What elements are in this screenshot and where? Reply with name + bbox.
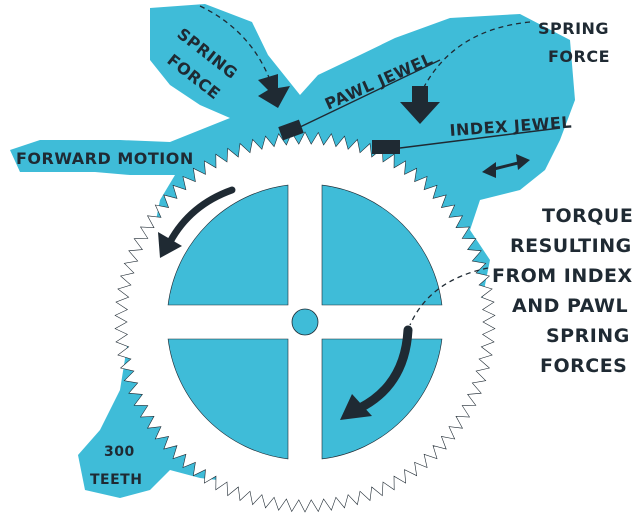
- forward-motion-label: FORWARD MOTION: [16, 149, 194, 168]
- spring-force-right-label-2: FORCE: [548, 47, 610, 66]
- double-arrow-icon: [482, 154, 530, 178]
- pawl-jewel-leader: [297, 59, 441, 129]
- torque-label-6: FORCES: [540, 355, 627, 377]
- gear-window-bottom-right: [321, 338, 443, 460]
- torque-label-5: SPRING: [546, 325, 630, 347]
- curved-arrow-icon: [158, 186, 236, 258]
- torque-label-3: FROM INDEX: [492, 265, 632, 287]
- teeth-count-label-2: TEETH: [90, 472, 142, 488]
- index-jewel-leader: [399, 127, 561, 149]
- gear-hub: [291, 308, 319, 336]
- torque-label-2: RESULTING: [510, 235, 632, 257]
- spring-force-right-label-1: SPRING: [538, 19, 609, 38]
- teeth-count-label-1: 300: [104, 444, 135, 460]
- gear-windows: [167, 184, 443, 460]
- curved-arrow-icon: [340, 325, 413, 420]
- gear-window-top-right: [321, 184, 443, 306]
- pawl-jewel: [278, 119, 304, 141]
- ratchet-wheel: [114, 131, 496, 513]
- gear-window-top-left: [167, 184, 289, 306]
- index-jewel: [372, 140, 400, 154]
- gear-window-bottom-left: [167, 338, 289, 460]
- down-arrow-icon: [258, 74, 290, 108]
- spring-dashed-left: [199, 5, 271, 81]
- torque-dashed: [409, 267, 489, 326]
- torque-label-1: TORQUE: [542, 205, 632, 227]
- down-arrow-icon: [400, 86, 440, 124]
- torque-label-4: AND PAWL: [512, 295, 628, 317]
